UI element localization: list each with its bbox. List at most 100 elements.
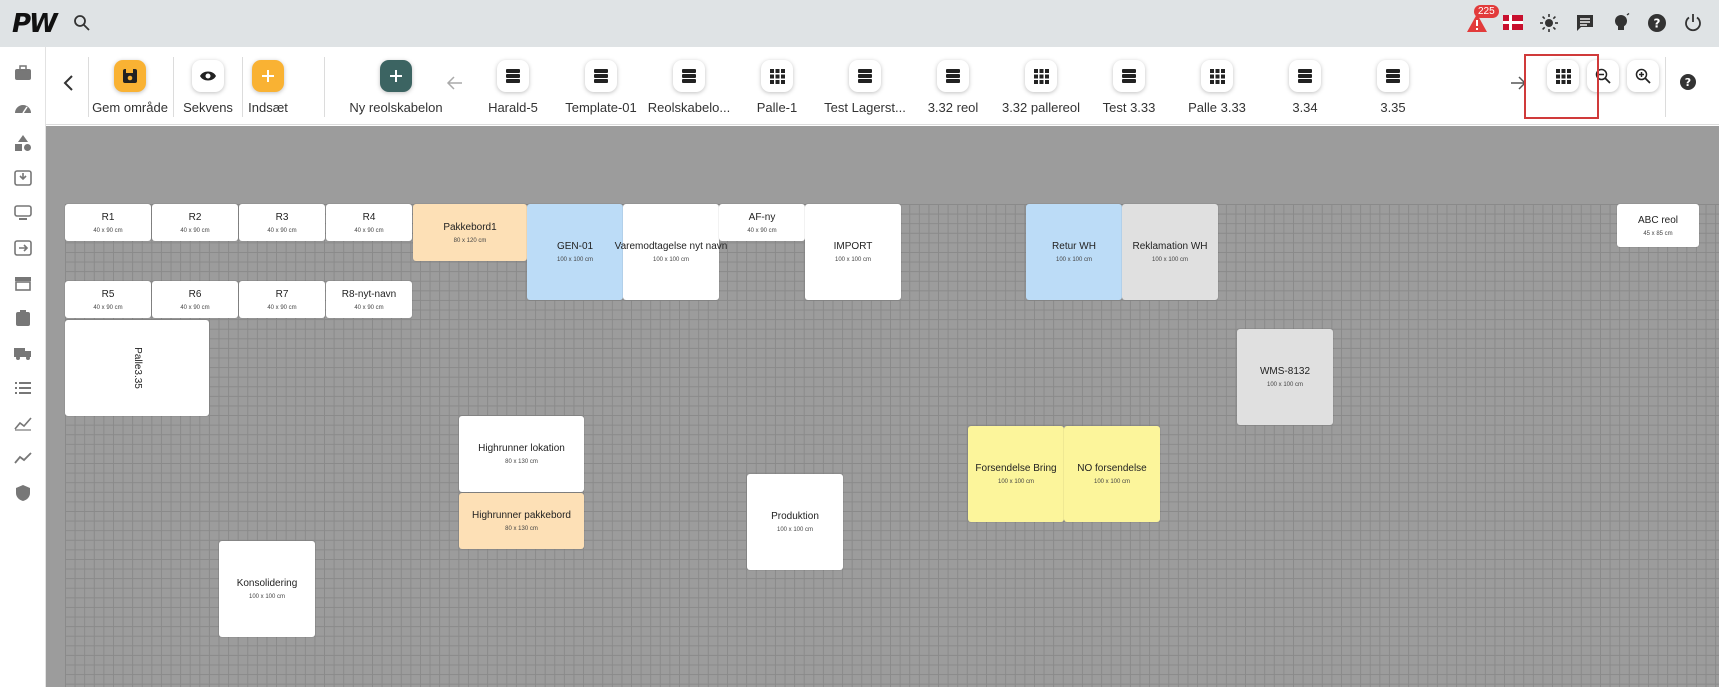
insert-button[interactable]: Indsæt xyxy=(247,47,289,125)
transfer-icon[interactable] xyxy=(12,237,34,259)
location-size: 100 x 100 cm xyxy=(1151,257,1189,263)
rack-icon xyxy=(1113,60,1145,92)
speedometer-icon[interactable] xyxy=(12,97,34,119)
location-size: 100 x 100 cm xyxy=(652,257,690,263)
pallet-grid-icon xyxy=(761,60,793,92)
help-icon[interactable]: ? xyxy=(1644,10,1669,35)
location-name: WMS-8132 xyxy=(1259,366,1310,377)
lightbulb-icon[interactable] xyxy=(1608,10,1633,35)
template-item[interactable]: Harald-5 xyxy=(471,47,555,125)
location-block[interactable]: R3 40 x 90 cm xyxy=(239,204,325,241)
store-icon[interactable] xyxy=(12,272,34,294)
save-area-label: Gem område xyxy=(92,100,168,115)
save-area-button[interactable]: Gem område xyxy=(92,47,168,125)
template-item[interactable]: Palle 3.33 xyxy=(1175,47,1259,125)
location-name: Pakkebord1 xyxy=(443,221,497,233)
zoom-in-icon xyxy=(1627,60,1659,92)
location-block[interactable]: Palle3.35 xyxy=(65,320,209,416)
sidebar xyxy=(0,47,46,687)
location-size: 40 x 90 cm xyxy=(354,304,384,311)
template-item[interactable]: 3.32 pallereol xyxy=(999,47,1083,125)
back-chevron-icon[interactable] xyxy=(58,72,80,94)
rack-icon xyxy=(849,60,881,92)
location-name: R3 xyxy=(275,211,289,223)
alert-icon[interactable]: 225 xyxy=(1464,5,1499,35)
new-template-button[interactable]: Ny reolskabelon xyxy=(336,47,456,125)
monitor-icon[interactable] xyxy=(12,202,34,224)
template-item[interactable]: 3.35 xyxy=(1351,47,1435,125)
sequence-button[interactable]: Sekvens xyxy=(182,47,234,125)
briefcase-icon[interactable] xyxy=(12,62,34,84)
danish-flag-icon[interactable] xyxy=(1500,10,1525,35)
location-block[interactable]: Forsendelse Bring 100 x 100 cm xyxy=(968,426,1064,522)
zoom-out-button[interactable] xyxy=(1583,47,1623,125)
location-size: 40 x 90 cm xyxy=(267,227,297,234)
app-logo[interactable]: PW xyxy=(12,9,58,39)
plus-icon xyxy=(380,60,412,92)
brightness-icon[interactable] xyxy=(1536,10,1561,35)
template-item[interactable]: 3.32 reol xyxy=(911,47,995,125)
location-name: Konsolidering xyxy=(236,578,298,589)
template-item[interactable]: Template-01 xyxy=(559,47,643,125)
zoom-out-icon xyxy=(1587,60,1619,92)
toggle-grid-button[interactable] xyxy=(1543,47,1583,125)
inbox-icon[interactable] xyxy=(12,167,34,189)
svg-text:?: ? xyxy=(1685,76,1691,89)
shapes-icon[interactable] xyxy=(12,132,34,154)
help-icon[interactable]: ? xyxy=(1678,72,1700,94)
zoom-in-button[interactable] xyxy=(1623,47,1663,125)
scroll-left-arrow-icon[interactable] xyxy=(444,72,466,94)
location-block[interactable]: Reklamation WH 100 x 100 cm xyxy=(1122,204,1218,300)
svg-text:?: ? xyxy=(1653,16,1660,30)
rack-icon xyxy=(1289,60,1321,92)
chat-icon[interactable] xyxy=(1572,10,1597,35)
location-name: R4 xyxy=(362,211,376,223)
pallet-grid-icon xyxy=(1025,60,1057,92)
template-item[interactable]: Test 3.33 xyxy=(1087,47,1171,125)
location-name: Forsendelse Bring xyxy=(975,463,1057,474)
truck-icon[interactable] xyxy=(12,342,34,364)
list-icon[interactable] xyxy=(12,377,34,399)
template-item[interactable]: 3.34 xyxy=(1263,47,1347,125)
template-label: 3.32 reol xyxy=(927,100,979,115)
location-name: R2 xyxy=(188,211,202,223)
trend-icon[interactable] xyxy=(12,447,34,469)
analytics-icon[interactable] xyxy=(12,412,34,434)
location-name: R6 xyxy=(188,288,202,300)
shield-icon[interactable] xyxy=(12,482,34,504)
location-name: Reklamation WH xyxy=(1132,241,1208,252)
location-name: Highrunner lokation xyxy=(478,443,565,454)
search-icon[interactable] xyxy=(72,13,92,33)
location-size: 100 x 100 cm xyxy=(776,527,814,533)
template-item[interactable]: Reolskabelo... xyxy=(647,47,731,125)
power-icon[interactable] xyxy=(1680,10,1705,35)
template-item[interactable]: Palle-1 xyxy=(735,47,819,125)
location-size: 40 x 90 cm xyxy=(93,304,123,311)
location-size: 100 x 100 cm xyxy=(997,479,1035,485)
clipboard-icon[interactable] xyxy=(12,307,34,329)
template-item[interactable]: Test Lagerst... xyxy=(823,47,907,125)
sequence-label: Sekvens xyxy=(183,100,233,115)
template-label: Harald-5 xyxy=(488,100,538,115)
